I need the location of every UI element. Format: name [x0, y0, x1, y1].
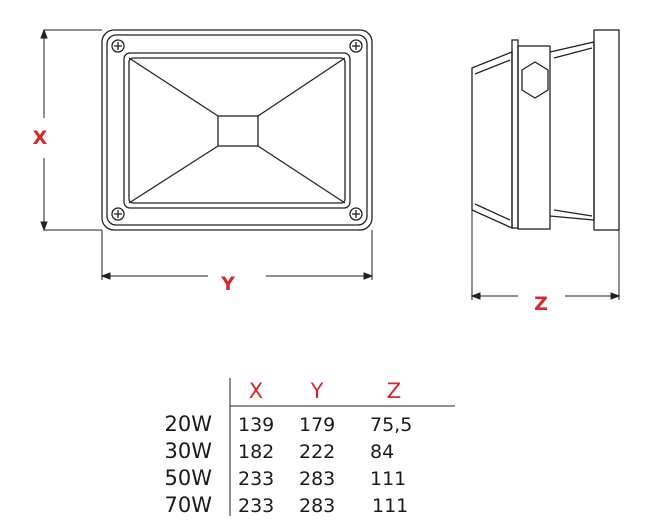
- table-row-model: 20W: [165, 412, 213, 436]
- dimension-table: X Y Z 20W 139 179 75,5 30W 182 222 84 50…: [165, 378, 455, 517]
- table-cell-x: 233: [238, 468, 274, 490]
- table-cell-z: 111: [370, 468, 406, 490]
- z-dimension-label: Z: [534, 293, 548, 315]
- table-cell-y: 283: [299, 468, 335, 490]
- table-cell-y: 222: [299, 441, 335, 463]
- side-back-plate: [593, 29, 620, 231]
- side-lens-line: [474, 59, 511, 75]
- y-dimension-label: Y: [220, 273, 235, 295]
- reflector-edge-tl: [128, 57, 219, 117]
- side-gland-nut: [521, 61, 549, 99]
- y-dimension: [100, 230, 374, 280]
- table-cell-z: 84: [370, 441, 394, 463]
- screw-icon: [111, 207, 125, 221]
- led-chip: [217, 115, 259, 147]
- table-row-model: 50W: [165, 466, 213, 490]
- reflector-outer: [123, 52, 351, 209]
- table-header-y: Y: [310, 379, 324, 403]
- table-header-x: X: [249, 379, 263, 403]
- table-cell-z: 111: [372, 495, 408, 517]
- front-frame-inner: [106, 34, 368, 226]
- x-dimension: [40, 28, 102, 232]
- table-cell-y: 283: [299, 495, 335, 517]
- table-cell-z: 75,5: [370, 414, 412, 436]
- reflector-edge-bl: [128, 145, 219, 204]
- reflector-inner: [128, 57, 346, 204]
- z-dimension: [470, 210, 621, 300]
- side-view: [471, 29, 620, 231]
- side-lens-line: [474, 203, 511, 221]
- table-row-model: 30W: [165, 439, 213, 463]
- table-row-model: 70W: [165, 493, 213, 517]
- table-cell-x: 182: [238, 441, 274, 463]
- table-cell-y: 179: [299, 414, 335, 436]
- front-frame-outer: [101, 29, 373, 231]
- table-cell-x: 139: [238, 414, 274, 436]
- front-view: [101, 29, 373, 231]
- side-lens-housing: [471, 51, 513, 230]
- table-header-z: Z: [387, 379, 401, 403]
- side-body: [517, 45, 551, 230]
- side-heatsink-line: [553, 209, 593, 217]
- screw-icon: [349, 207, 363, 221]
- table-cell-x: 233: [238, 495, 274, 517]
- side-heatsink: [549, 41, 595, 221]
- screw-icon: [111, 39, 125, 53]
- reflector-edge-br: [257, 145, 346, 204]
- side-heatsink-line: [553, 47, 593, 59]
- screw-icon: [349, 39, 363, 53]
- reflector-edge-tr: [257, 57, 346, 117]
- side-frame-plate: [511, 39, 519, 229]
- x-dimension-label: X: [33, 127, 48, 149]
